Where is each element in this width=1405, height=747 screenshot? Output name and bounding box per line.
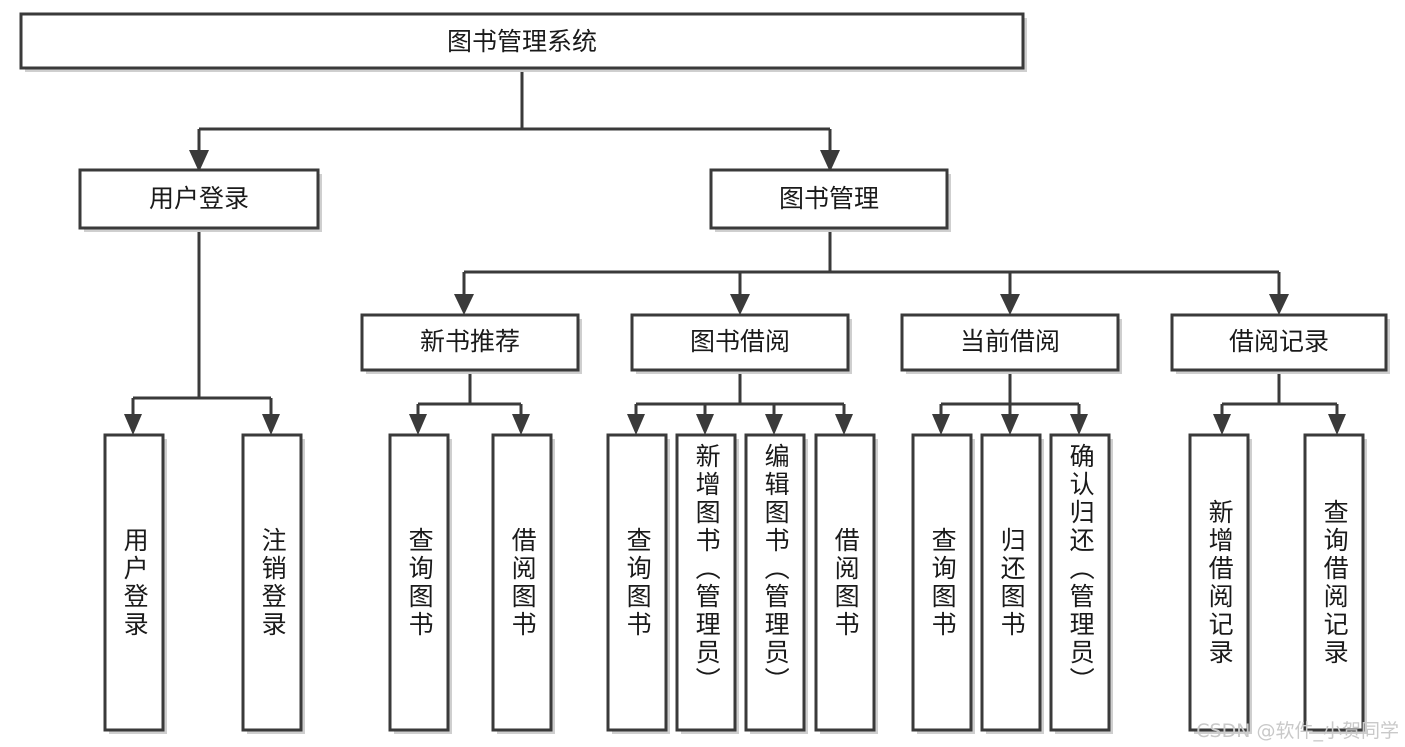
node-leaf-query-book-bb-box[interactable] <box>606 433 668 732</box>
node-leaf-borrow-book-nbr-box[interactable] <box>491 433 553 732</box>
node-user-login-box[interactable] <box>78 168 320 230</box>
arrow-bb-leaf-1 <box>627 414 645 435</box>
arrow-to-book-borrow <box>730 294 750 315</box>
arrow-bb-leaf-3 <box>765 414 783 435</box>
arrow-bb-leaf-4 <box>835 414 853 435</box>
arrow-br-leaf-1 <box>1213 414 1231 435</box>
arrow-to-book-mgmt <box>820 150 840 172</box>
arrow-login-leaf-1 <box>124 414 142 435</box>
node-book-management-box[interactable] <box>709 168 949 230</box>
node-leaf-return-book-box[interactable] <box>980 433 1042 732</box>
node-root-label: 图书管理系统 <box>447 27 597 56</box>
node-leaf-add-book-box[interactable] <box>675 433 737 732</box>
arrow-nbr-leaf-1 <box>409 414 427 435</box>
node-current-borrow-label: 当前借阅 <box>960 327 1060 356</box>
arrow-to-borrow-record <box>1269 294 1289 315</box>
node-root-box[interactable] <box>19 12 1025 70</box>
arrow-nbr-leaf-2 <box>512 414 530 435</box>
node-leaf-user-login-box[interactable] <box>103 433 165 732</box>
arrow-bb-leaf-2 <box>696 414 714 435</box>
node-current-borrow-box[interactable] <box>900 313 1120 372</box>
node-leaf-query-book-cb-box[interactable] <box>911 433 973 732</box>
node-book-management-label: 图书管理 <box>779 184 879 213</box>
node-new-book-recommend-box[interactable] <box>360 313 580 372</box>
arrow-to-user-login <box>189 150 209 172</box>
csdn-watermark: CSDN @软件_小贺同学 <box>1196 720 1399 742</box>
node-borrow-record-box[interactable] <box>1170 313 1388 372</box>
arrow-cb-leaf-2 <box>1001 414 1019 435</box>
node-user-login-label: 用户登录 <box>149 184 249 213</box>
node-new-book-recommend-label: 新书推荐 <box>420 327 520 356</box>
node-borrow-record-label: 借阅记录 <box>1229 327 1329 356</box>
arrow-cb-leaf-1 <box>932 414 950 435</box>
arrow-to-current-borrow <box>1000 294 1020 315</box>
node-book-borrow-label: 图书借阅 <box>690 327 790 356</box>
node-leaf-confirm-return-box[interactable] <box>1049 433 1111 732</box>
node-book-borrow-box[interactable] <box>630 313 850 372</box>
node-leaf-edit-book-box[interactable] <box>744 433 806 732</box>
node-leaf-query-book-nbr-box[interactable] <box>388 433 450 732</box>
node-leaf-logout-box[interactable] <box>241 433 303 732</box>
node-leaf-borrow-book-bb-box[interactable] <box>814 433 876 732</box>
nodes-layer: 图书管理系统 用户登录 图书管理 新书推荐 图书借阅 当前借阅 借阅记录 <box>19 12 1390 734</box>
arrow-login-leaf-2 <box>262 414 280 435</box>
node-leaf-query-borrow-record-box[interactable] <box>1303 433 1365 732</box>
arrow-to-new-book-rec <box>454 294 474 315</box>
arrow-cb-leaf-3 <box>1070 414 1088 435</box>
connectors-layer <box>124 68 1346 435</box>
arrow-br-leaf-2 <box>1328 414 1346 435</box>
node-leaf-add-borrow-record-box[interactable] <box>1188 433 1250 732</box>
